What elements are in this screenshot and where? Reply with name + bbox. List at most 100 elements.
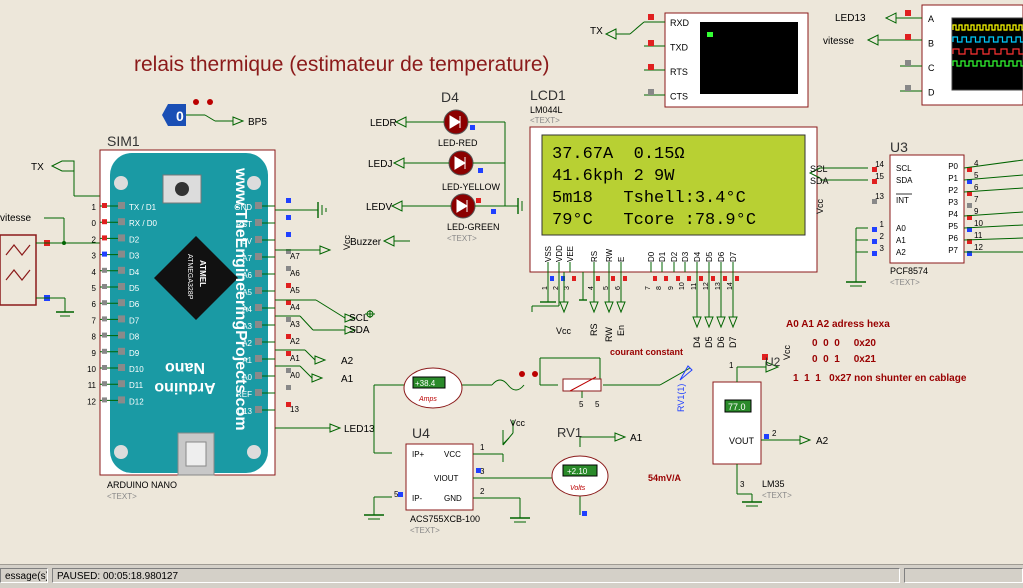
lcd-pin-label: E bbox=[617, 257, 626, 262]
u4-pin-gnd: GND bbox=[444, 494, 462, 503]
net-label-scl-pcf: SCL bbox=[810, 164, 828, 174]
lcd-pin-label: RS bbox=[590, 251, 599, 262]
net-label-ledv: LEDV bbox=[366, 202, 392, 213]
net-label-sda-pcf: SDA bbox=[810, 176, 829, 186]
terminal-pin-label: TXD bbox=[670, 43, 689, 53]
ammeter-unit: Amps bbox=[418, 396, 437, 403]
rv-pot-label: RV1(1) bbox=[676, 384, 686, 412]
arduino-left-pin-num: 12 bbox=[87, 397, 96, 406]
pcf-right-pin-label: P2 bbox=[948, 186, 958, 195]
net-label-vcc-u4: Vcc bbox=[510, 418, 526, 428]
arduino-left-pin-num: 6 bbox=[92, 300, 97, 309]
pcf-left-pin-label: SDA bbox=[896, 176, 913, 185]
voltmeter[interactable]: +2.10 Volts bbox=[551, 455, 609, 497]
scope-trace bbox=[952, 36, 1023, 43]
arduino-left-pin-label: D8 bbox=[129, 333, 140, 342]
scope-channel-label: B bbox=[928, 39, 934, 49]
arduino-left-pin-num: 9 bbox=[92, 349, 97, 358]
probe bbox=[679, 365, 693, 381]
rv1-potentiometer[interactable] bbox=[562, 376, 602, 392]
arduino-right-pin-label: A4 bbox=[242, 305, 252, 314]
left-sensor-component[interactable] bbox=[0, 234, 100, 317]
arduino-right-pin-label: A3 bbox=[242, 322, 252, 331]
net-label-vitesse-scope: vitesse bbox=[823, 36, 855, 47]
u4-pin-num-5: 5 bbox=[394, 490, 399, 499]
schematic-canvas[interactable]: relais thermique (estimateur de temperat… bbox=[0, 0, 1023, 564]
arduino-left-pin-num: 4 bbox=[92, 268, 97, 277]
arduino-left-pin-label: D7 bbox=[129, 316, 140, 325]
pcf-right-pin-num: 6 bbox=[974, 183, 979, 192]
lcd-pin-label: D0 bbox=[647, 251, 656, 262]
arduino-left-pin-label: D2 bbox=[129, 235, 140, 244]
net-label-d7: D7 bbox=[728, 336, 738, 348]
arduino-right-pin-num: A7 bbox=[290, 252, 300, 261]
lm35-pin-3: 3 bbox=[740, 480, 745, 489]
addr-title: A0 A1 A2 adress hexa bbox=[786, 319, 890, 330]
pcf-right-pin-label: P5 bbox=[948, 222, 958, 231]
pcf-left-pin-num: 13 bbox=[875, 192, 884, 201]
u4-text: <TEXT> bbox=[410, 526, 440, 535]
lcd-ref: LCD1 bbox=[530, 87, 566, 103]
lm35-pin-2: 2 bbox=[772, 429, 777, 438]
scope-channel-label: C bbox=[928, 63, 935, 73]
net-label-vitesse-left: vitesse bbox=[0, 213, 32, 224]
arduino-url: www.TheEngineeringProjects.com bbox=[232, 167, 249, 431]
net-label-d6: D6 bbox=[716, 336, 726, 348]
acs755-chip[interactable]: IP+ VCC VIOUT IP- GND bbox=[405, 443, 474, 511]
messages-count[interactable]: essage(s) bbox=[0, 568, 48, 583]
pcf-right-pin-label: P6 bbox=[948, 234, 958, 243]
arduino-ref: SIM1 bbox=[107, 133, 140, 149]
lm35-sensor[interactable]: 77.0 VOUT bbox=[712, 381, 762, 465]
terminal-pin-label: RXD bbox=[670, 18, 690, 28]
arduino-right-pin-label: 5V bbox=[242, 237, 252, 246]
u4-ref: U4 bbox=[412, 425, 430, 441]
lcd-pin-label: D4 bbox=[693, 251, 702, 262]
lcd-pin-num: 13 bbox=[715, 282, 722, 290]
arduino-left-pin-num: 10 bbox=[87, 365, 96, 374]
lcd-pin-num: 8 bbox=[656, 286, 663, 290]
arduino-left-pin-num: 5 bbox=[92, 284, 97, 293]
arduino-right-pin-label: A6 bbox=[242, 271, 252, 280]
chip-model: ATMEGA328P bbox=[186, 254, 193, 300]
lcd-display[interactable]: 37.67A 0.15Ω 41.6kph 2 9W 5m18 Tshell:3.… bbox=[529, 126, 818, 290]
lcd-pin-label: D1 bbox=[658, 251, 667, 262]
lcd-bottom-wiring bbox=[531, 272, 738, 329]
bp5-button[interactable]: 0 bbox=[162, 99, 245, 126]
rv-pin-5a: 5 bbox=[579, 400, 584, 409]
terminal-pin-label: RTS bbox=[670, 67, 688, 77]
pcf-right-pin-label: P4 bbox=[948, 210, 958, 219]
diagram-title: relais thermique (estimateur de temperat… bbox=[134, 53, 550, 76]
lcd-pin-label: VDD bbox=[555, 245, 564, 262]
lm35-model: LM35 bbox=[762, 479, 785, 489]
net-label-a1-arduino: A1 bbox=[341, 374, 354, 385]
simulation-status: PAUSED: 00:05:18.980127 bbox=[52, 568, 900, 583]
net-label-vcc-lm35: Vcc bbox=[782, 344, 792, 360]
lm35-ref: U2 bbox=[765, 355, 781, 369]
arduino-right-pin-num: A0 bbox=[290, 371, 300, 380]
led-yellow[interactable] bbox=[448, 150, 483, 176]
scope-trace bbox=[952, 60, 1023, 67]
pcf-left-pin-label: SCL bbox=[896, 164, 912, 173]
arduino-left-pin-label: D10 bbox=[129, 365, 144, 374]
arduino-right-wiring bbox=[275, 202, 375, 433]
arduino-model: ARDUINO NANO bbox=[107, 480, 177, 490]
scope-wiring bbox=[866, 10, 922, 92]
voltmeter-value: +2.10 bbox=[567, 467, 588, 476]
pcf-left-pin-num: 2 bbox=[880, 232, 885, 241]
arduino-left-pin-num: 3 bbox=[92, 252, 97, 261]
net-label-sda: SDA bbox=[349, 325, 370, 336]
pcf-right-pin-label: P0 bbox=[948, 162, 958, 171]
arduino-left-pin-label: D12 bbox=[129, 397, 144, 406]
arduino-left-pin-label: D9 bbox=[129, 349, 140, 358]
arduino-nano[interactable]: ATMEL ATMEGA328P www.TheEngineeringProje… bbox=[87, 149, 300, 476]
led-ref: D4 bbox=[441, 89, 459, 105]
net-label-scl: SCL bbox=[349, 313, 369, 324]
arduino-left-pin-num: 8 bbox=[92, 333, 97, 342]
u4-pin-vcc: VCC bbox=[444, 450, 461, 459]
led-text: <TEXT> bbox=[447, 234, 477, 243]
ammeter[interactable]: +38.4 Amps bbox=[403, 367, 463, 409]
buzzer-net bbox=[382, 235, 410, 247]
